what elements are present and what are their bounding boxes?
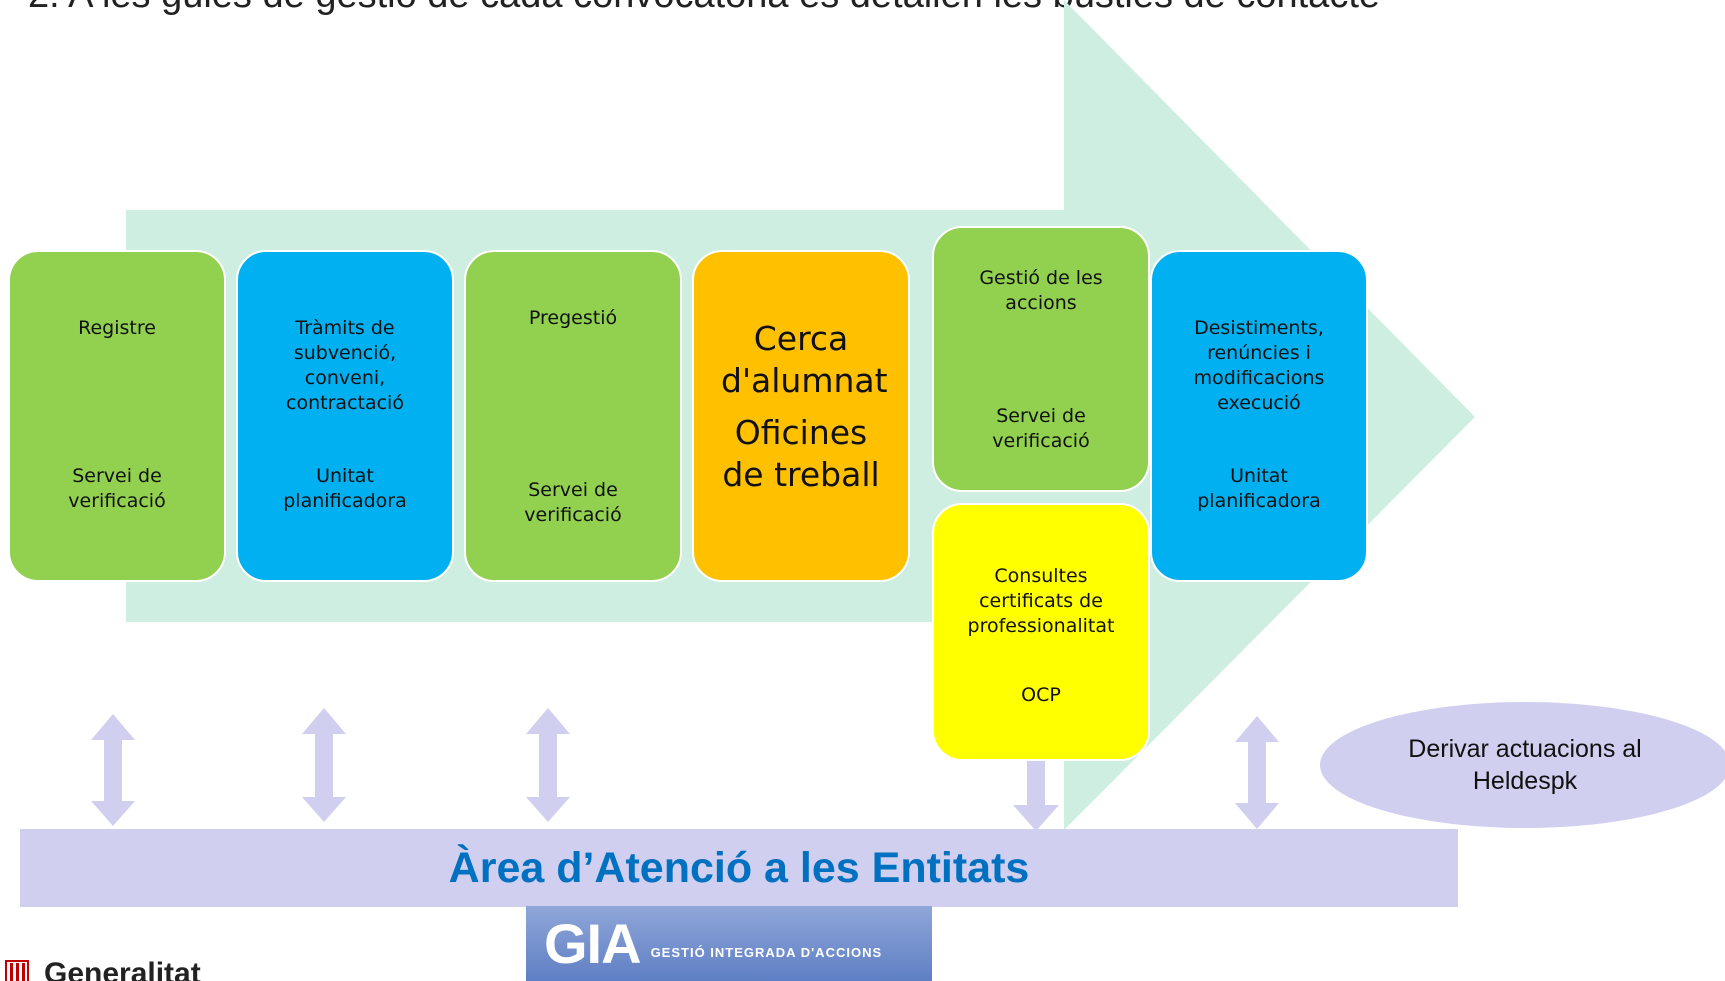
step-cerca-alumnat: Cerca d'alumnat Oficines de treball [692, 250, 910, 582]
step-registre-title: Registre [78, 317, 156, 339]
connector-arrow-ocp [1013, 715, 1059, 831]
support-area-title: Àrea d’Atenció a les Entitats [448, 843, 1030, 892]
page-heading: 2. A les guies de gestió de cada convoca… [28, 0, 1380, 17]
generalitat-emblem-icon [5, 960, 29, 981]
connector-arrow-desistiments [1235, 716, 1279, 829]
connector-arrows [91, 708, 1279, 831]
step-pregestio: Pregestió Servei de verificació [464, 250, 682, 582]
step-tramits: Tràmits de subvenció, conveni, contracta… [236, 250, 454, 582]
step-desistiments-role: Unitat planificadora [1197, 465, 1321, 512]
helpdesk-note: Derivar actuacions al Heldespk [1320, 702, 1725, 828]
generalitat-wordmark: Generalitat [44, 957, 201, 981]
step-desistiments: Desistiments, renúncies i modificacions … [1150, 250, 1368, 582]
step-consultes-certificats-title: Consultes certificats de professionalita… [967, 565, 1115, 637]
gia-logo: GIA Gestió Integrada d'Accions [526, 906, 932, 981]
step-gestio-accions: Gestió de les accions Servei de verifica… [932, 226, 1150, 492]
step-desistiments-title: Desistiments, renúncies i modificacions … [1193, 317, 1325, 414]
connector-arrow-tramits [302, 708, 346, 822]
step-tramits-title: Tràmits de subvenció, conveni, contracta… [286, 317, 404, 414]
support-area-band: Àrea d’Atenció a les Entitats [20, 829, 1458, 907]
step-cerca-alumnat-title: Cerca d'alumnat [721, 319, 888, 400]
step-tramits-role: Unitat planificadora [283, 465, 407, 512]
connector-arrow-registre [91, 714, 135, 826]
step-gestio-accions-role: Servei de verificació [992, 405, 1090, 452]
step-pregestio-role: Servei de verificació [524, 479, 622, 526]
helpdesk-note-text: Derivar actuacions al Heldespk [1408, 735, 1642, 795]
connector-arrow-pregestio [526, 708, 570, 822]
step-consultes-certificats: Consultes certificats de professionalita… [932, 503, 1150, 761]
step-registre-role: Servei de verificació [68, 465, 166, 512]
gia-logo-mark: GIA [544, 912, 642, 975]
step-cerca-alumnat-role: Oficines de treball [722, 413, 880, 494]
gia-logo-subtitle: Gestió Integrada d'Accions [650, 945, 883, 960]
generalitat-logo: Generalitat [0, 955, 201, 981]
step-registre: Registre Servei de verificació [8, 250, 226, 582]
step-gestio-accions-title: Gestió de les accions [979, 267, 1103, 314]
step-consultes-certificats-role: OCP [1021, 684, 1061, 706]
step-pregestio-title: Pregestió [528, 307, 618, 329]
